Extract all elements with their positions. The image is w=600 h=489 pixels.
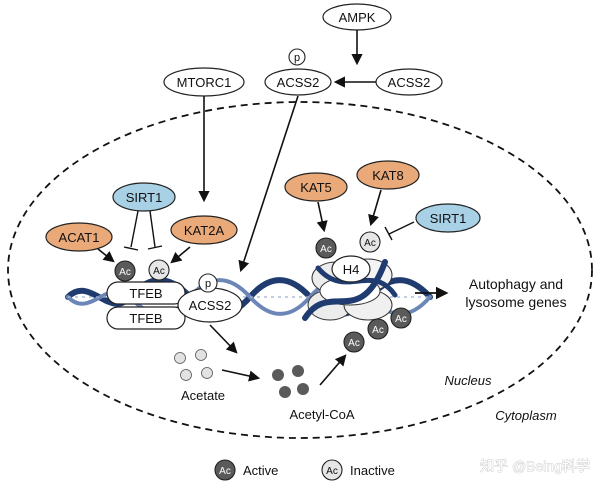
- h4-ac-inactive: [359, 231, 381, 253]
- arrow-acss2p-to-nucleus: [238, 95, 299, 273]
- tfeb-top: [106, 281, 186, 305]
- acss2-label: ACSS2: [388, 75, 431, 90]
- cytoplasm-label: Cytoplasm: [495, 408, 557, 423]
- arrow-acetylcoa-to-nucleosome: [319, 354, 347, 386]
- ampk-node: AMPK: [322, 3, 392, 31]
- ac-active-2-label: Ac: [372, 325, 384, 336]
- tfeb-top-label: TFEB: [129, 286, 162, 301]
- acss2-phospho-label: ACSS2: [277, 75, 320, 90]
- arrow-kat8-to-ac: [368, 189, 382, 227]
- acss2-node: ACSS2: [375, 68, 443, 96]
- legend: Ac Active Ac Inactive: [214, 459, 395, 481]
- legend-active-marker-label: Ac: [219, 466, 231, 477]
- kat2a-node: KAT2A: [170, 215, 238, 245]
- h4-node: [331, 255, 371, 283]
- acss2-nuclear-label: ACSS2: [189, 298, 232, 313]
- acetyl-coa-label: Acetyl-CoA: [289, 407, 354, 422]
- phospho-mark: [288, 48, 306, 66]
- acat1-label: ACAT1: [59, 230, 100, 245]
- watermark: 知乎 @Being科学: [480, 458, 590, 474]
- mtorc1-node: MTORC1: [163, 67, 245, 97]
- arrow-acss2-to-acetate: [209, 324, 238, 354]
- legend-inactive-marker-label: Ac: [326, 466, 338, 477]
- acss2-nuclear-phospho-label: p: [205, 278, 211, 290]
- sirt1-right-node: SIRT1: [415, 203, 481, 233]
- acetate-label: Acetate: [181, 388, 225, 403]
- h4-ac-active-label: Ac: [320, 244, 332, 255]
- legend-active-label: Active: [243, 463, 278, 478]
- acat1-node: ACAT1: [45, 222, 113, 252]
- ac-active-1-label: Ac: [395, 314, 407, 325]
- ac-active-3: [343, 331, 365, 353]
- tfeb-ac-inactive: [148, 259, 170, 281]
- tfeb-complex: TFEB TFEB ACSS2 p Ac Ac: [106, 259, 243, 330]
- tfeb-bottom: [106, 306, 186, 330]
- ampk-label: AMPK: [339, 10, 376, 25]
- nucleus-label: Nucleus: [445, 373, 492, 388]
- tfeb-ac-active-label: Ac: [119, 267, 131, 278]
- acss2-nuclear-phospho: [198, 273, 218, 293]
- tfeb-bottom-label: TFEB: [129, 311, 162, 326]
- tfeb-ac-active: [114, 260, 136, 282]
- sirt1-right-label: SIRT1: [430, 211, 467, 226]
- legend-inactive-label: Inactive: [350, 463, 395, 478]
- arrow-acetate-to-acetylcoa: [221, 369, 261, 382]
- arrow-kat2a-to-ac: [170, 246, 191, 264]
- h4-ac-inactive-label: Ac: [364, 238, 376, 249]
- nucleosome: H4 Ac Ac Ac Ac Ac: [302, 231, 412, 353]
- sirt1-left-label: SIRT1: [126, 190, 163, 205]
- h4-ac-active: [315, 237, 337, 259]
- ac-active-1: [390, 307, 412, 329]
- tfeb-ac-inactive-label: Ac: [153, 266, 165, 277]
- acss2-phospho-node: ACSS2 p: [264, 48, 332, 96]
- autophagy-label-line2: lysosome genes: [465, 294, 566, 310]
- autophagy-label-line1: Autophagy and: [469, 276, 563, 292]
- sirt1-right-inhibition: [384, 221, 415, 241]
- kat8-node: KAT8: [356, 160, 420, 190]
- h4-label: H4: [343, 262, 360, 277]
- sirt1-left-node: SIRT1: [112, 182, 176, 212]
- kat2a-label: KAT2A: [184, 223, 225, 238]
- legend-inactive-marker: [321, 459, 343, 481]
- phospho-mark-label: p: [294, 52, 300, 64]
- kat5-label: KAT5: [300, 180, 332, 195]
- acetyl-coa-molecules: [272, 365, 309, 398]
- nucleus-boundary: [7, 101, 593, 439]
- acetate-molecules: [174, 349, 213, 381]
- arrow-acat1-to-ac: [97, 248, 115, 263]
- kat5-node: KAT5: [284, 172, 348, 202]
- ac-active-2: [367, 318, 389, 340]
- legend-active-marker: [214, 459, 236, 481]
- ac-active-3-label: Ac: [348, 338, 360, 349]
- sirt1-left-inhibition: [123, 210, 163, 251]
- kat8-label: KAT8: [372, 168, 404, 183]
- mtorc1-label: MTORC1: [177, 75, 232, 90]
- arrow-kat5-to-ac: [316, 201, 328, 233]
